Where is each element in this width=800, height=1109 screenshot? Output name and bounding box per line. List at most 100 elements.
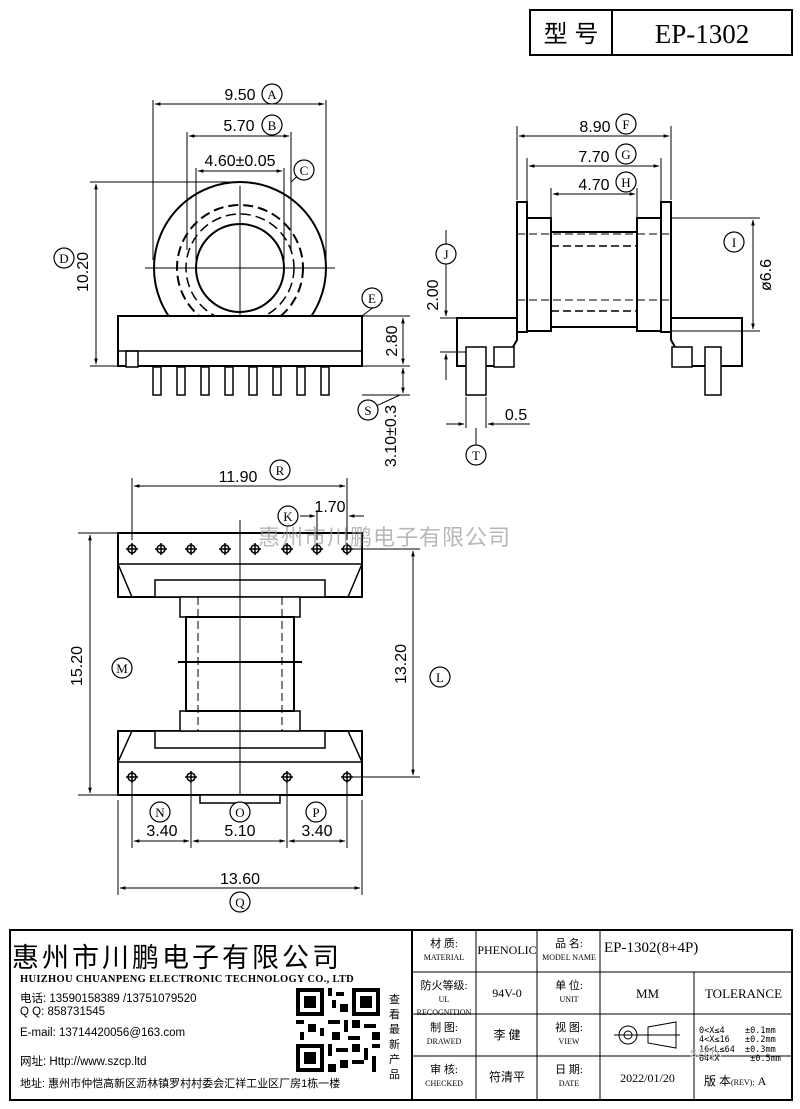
svg-text:M: M <box>116 661 128 676</box>
projection-symbol-icon <box>614 1021 680 1049</box>
front-pins <box>118 350 362 396</box>
dim-n-value: 3.40 <box>146 823 177 840</box>
dim-f-value: 8.90 <box>579 119 610 136</box>
model-name-value: EP-1302(8+4P) <box>604 940 699 956</box>
tolerance-row: 16<L≤64 ±0.3mm <box>699 1044 776 1055</box>
svg-text:E: E <box>368 291 376 306</box>
letter-o: O <box>229 801 251 823</box>
dim-l-value: 13.20 <box>393 644 410 684</box>
side-view <box>440 126 760 446</box>
company-address: 地址: 惠州市仲恺高新区沥林镇罗村村委会汇祥工业区厂房1栋一楼 <box>20 1078 341 1090</box>
title-block-frame <box>9 929 793 1101</box>
svg-text:O: O <box>235 805 244 820</box>
svg-text:T: T <box>472 448 480 463</box>
svg-text:F: F <box>622 117 629 132</box>
svg-text:H: H <box>621 175 630 190</box>
letter-i: I <box>723 231 745 253</box>
svg-text:R: R <box>276 463 285 478</box>
dim-e-value: 2.80 <box>384 325 401 356</box>
letter-t: T <box>465 444 487 466</box>
dim-o-value: 5.10 <box>224 823 255 840</box>
checked-value: 符清平 <box>488 1070 525 1084</box>
qr-side-text: 查看最新产品 <box>389 993 400 1081</box>
dim-m-value: 15.20 <box>69 646 86 686</box>
svg-text:Q: Q <box>235 895 245 910</box>
front-view <box>90 100 410 407</box>
svg-text:A: A <box>267 87 277 102</box>
letter-p: P <box>305 801 327 823</box>
front-base <box>117 315 363 367</box>
reference-letters: A B C D E S F G H I J T R K M L N O P Q <box>53 83 745 913</box>
letter-r: R <box>269 459 291 481</box>
letter-j: J <box>435 243 457 265</box>
letter-h: H <box>615 171 637 193</box>
svg-text:C: C <box>300 163 309 178</box>
name-label: 品 名:MODEL NAME <box>542 938 596 962</box>
dim-j-value: 2.00 <box>425 279 442 310</box>
svg-text:P: P <box>312 805 319 820</box>
checked-label: 审 核:CHECKED <box>425 1064 463 1088</box>
letter-b: B <box>261 114 283 136</box>
letter-l: L <box>429 666 451 688</box>
svg-text:B: B <box>268 118 277 133</box>
dim-p-value: 3.40 <box>301 823 332 840</box>
letter-m: M <box>111 657 133 679</box>
svg-text:L: L <box>436 670 444 685</box>
company-qq: Q Q: 858731545 <box>20 1006 106 1018</box>
unit-label: 单 位:UNIT <box>555 980 583 1004</box>
dim-c-value: 4.60±0.05 <box>204 153 275 170</box>
date-label: 日 期:DATE <box>555 1064 583 1088</box>
tolerance-label: TOLERANCE <box>704 986 783 1001</box>
letter-g: G <box>615 143 637 165</box>
dimension-values: 9.50 5.70 4.60±0.05 10.20 2.80 3.10±0.3 … <box>69 87 775 888</box>
dim-s-value: 3.10±0.3 <box>383 405 400 467</box>
bottom-view <box>78 478 420 895</box>
tolerance-row: 64<X ±0.5mm <box>699 1054 781 1064</box>
company-name-en: HUIZHOU CHUANPENG ELECTRONIC TECHNOLOGY … <box>20 974 355 985</box>
letter-q: Q <box>229 891 251 913</box>
fire-rating-value: 94V-0 <box>492 986 522 1000</box>
letter-s: S <box>357 399 379 421</box>
dim-t-value: 0.5 <box>505 407 527 424</box>
letter-d: D <box>53 247 75 269</box>
dim-h-value: 4.70 <box>578 177 609 194</box>
svg-text:D: D <box>59 251 68 266</box>
tolerance-row: 0<X≤4 ±0.1mm <box>699 1025 776 1036</box>
letter-k: K <box>277 505 299 527</box>
dim-g-value: 7.70 <box>578 149 609 166</box>
qr-code-icon[interactable] <box>296 988 380 1072</box>
svg-text:J: J <box>443 247 448 262</box>
view-label: 视 图:VIEW <box>555 1022 583 1046</box>
letter-e: E <box>361 287 383 309</box>
revision: 版 本(REV): A <box>704 1074 767 1088</box>
watermark-text: 惠州市川鹏电子有限公司 <box>258 526 512 551</box>
model-value: EP-1302 <box>655 19 750 49</box>
svg-text:K: K <box>283 509 293 524</box>
tolerance-row: 4<X≤16 ±0.2mm <box>699 1035 776 1045</box>
dim-r-value: 11.90 <box>219 469 258 486</box>
material-label: 材 质:MATERIAL <box>423 938 465 962</box>
dim-k-value: 1.70 <box>314 499 345 516</box>
company-email: E-mail: 13714420056@163.com <box>20 1027 186 1039</box>
bottom-pin-marks <box>126 771 353 783</box>
model-box: 型 号 EP-1302 <box>529 9 793 56</box>
company-website: 网址: Http://www.szcp.ltd <box>20 1056 147 1068</box>
letter-c: C <box>293 159 315 181</box>
date-value: 2022/01/20 <box>620 1071 675 1085</box>
company-name-cn: 惠州市川鹏电子有限公司 <box>12 943 342 973</box>
dim-d-value: 10.20 <box>75 252 92 292</box>
material-value: PHENOLIC <box>477 943 537 957</box>
drawn-value: 李 健 <box>493 1028 521 1042</box>
dim-i-value: ø6.6 <box>758 259 775 291</box>
drawn-label: 制 图:DRAWED <box>426 1022 462 1046</box>
model-label: 型 号 <box>544 21 599 48</box>
letter-a: A <box>261 83 283 105</box>
svg-text:N: N <box>155 805 165 820</box>
unit-value: MM <box>635 986 660 1001</box>
small-watermark: szcp. <box>690 1044 723 1060</box>
company-phone: 电话: 13590158389 /13751079520 <box>20 993 197 1005</box>
dim-a-value: 9.50 <box>224 87 255 104</box>
letter-n: N <box>149 801 171 823</box>
